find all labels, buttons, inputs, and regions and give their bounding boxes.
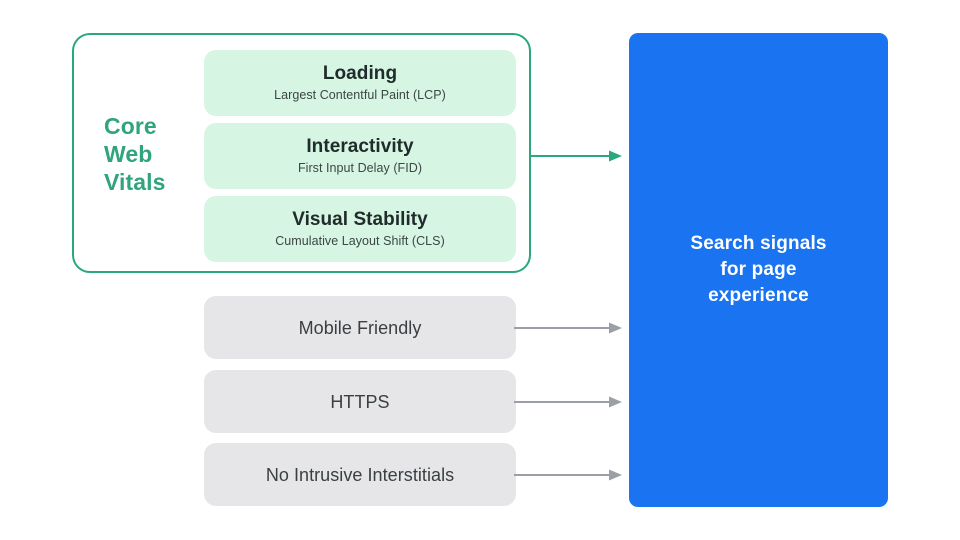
core-web-vitals-label: Core Web Vitals [104,112,194,196]
metric-subtitle-visual-stability: Cumulative Layout Shift (CLS) [275,234,445,248]
signal-title-mobile-friendly: Mobile Friendly [298,317,422,338]
core-web-vitals-arrow-icon [529,149,623,163]
metric-title-loading: Loading [322,63,398,84]
search-signals-result-text: Search signals for page experience [690,233,827,306]
core-web-vitals-label-line-1: Core [104,113,157,139]
metric-card-visual-stability: Visual Stability Cumulative Layout Shift… [204,196,516,262]
signal-title-no-intrusive-interstitials: No Intrusive Interstitials [265,464,455,485]
signal-card-https: HTTPS [204,370,516,433]
metric-subtitle-loading: Largest Contentful Paint (LCP) [274,88,446,102]
signal-card-no-intrusive-interstitials: No Intrusive Interstitials [204,443,516,506]
metric-title-interactivity: Interactivity [306,136,414,157]
search-signals-result-panel: Search signals for page experience [629,33,888,507]
no-intrusive-interstitials-arrow-icon [514,468,623,482]
https-arrow-icon [514,395,623,409]
mobile-friendly-arrow-icon [514,321,623,335]
core-web-vitals-label-line-2: Web [104,141,153,167]
metric-card-loading: Loading Largest Contentful Paint (LCP) [204,50,516,116]
core-web-vitals-group [72,33,531,273]
metric-title-visual-stability: Visual Stability [292,209,428,230]
signal-card-mobile-friendly: Mobile Friendly [204,296,516,359]
metric-card-interactivity: Interactivity First Input Delay (FID) [204,123,516,189]
core-web-vitals-label-line-3: Vitals [104,169,166,195]
signal-title-https: HTTPS [330,391,390,412]
metric-subtitle-interactivity: First Input Delay (FID) [297,161,423,175]
